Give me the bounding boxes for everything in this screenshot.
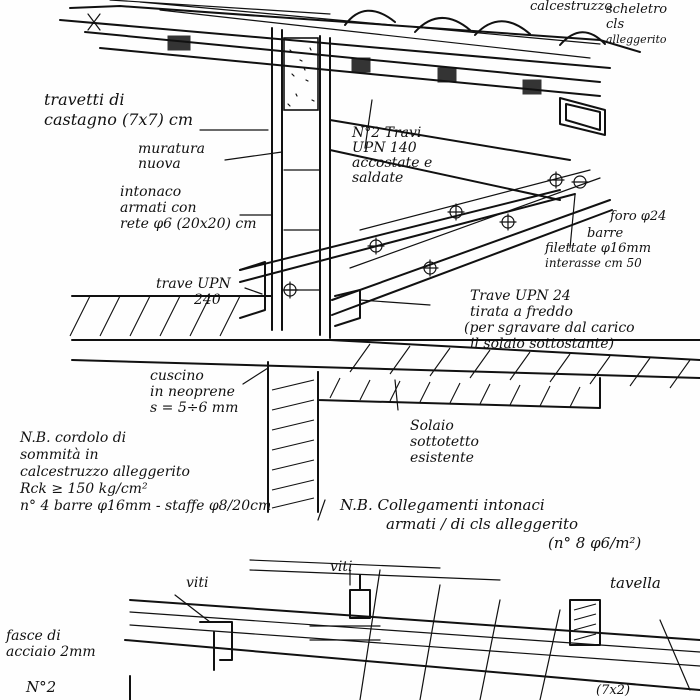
label-tavella: tavella bbox=[610, 574, 661, 592]
bottom-detail bbox=[124, 559, 700, 700]
text-cuscino-1: cuscino bbox=[150, 368, 204, 384]
text-travi-1: N°2 Travi bbox=[352, 125, 422, 141]
text-cuscino-3: s = 5÷6 mm bbox=[150, 400, 239, 416]
label-bottom-right: (7x2) bbox=[596, 684, 630, 698]
label-solaio: Solaio sottotetto esistente bbox=[410, 418, 479, 466]
label-scheletro: scheletro cls alleggerito bbox=[606, 2, 667, 47]
label-travi: N°2 Travi UPN 140 accostate e saldate bbox=[352, 126, 432, 186]
text-cuscino-2: in neoprene bbox=[150, 384, 235, 400]
text-intonaco-1: intonaco bbox=[120, 184, 182, 200]
text-scheletro: scheletro bbox=[606, 2, 668, 17]
floor-slab-plane bbox=[239, 169, 613, 327]
text-trave-upn24-2: tirata a freddo bbox=[470, 304, 573, 320]
label-viti-top: viti bbox=[330, 560, 353, 574]
section-slab bbox=[69, 295, 700, 389]
text-barre-3: interasse cm 50 bbox=[545, 256, 642, 270]
roof-slab bbox=[59, 0, 641, 97]
text-barre-1: barre bbox=[587, 226, 624, 241]
text-nb-cordolo-4: Rck ≥ 150 kg/cm² bbox=[20, 481, 148, 497]
upn-beams bbox=[329, 97, 606, 201]
text-intonaco-2: armati con bbox=[120, 200, 197, 216]
text-travetti-1: travetti di bbox=[44, 90, 125, 109]
masonry-wall bbox=[271, 27, 331, 339]
text-viti-top: viti bbox=[330, 559, 353, 575]
text-travi-2: UPN 140 bbox=[352, 140, 417, 156]
label-viti-left: viti bbox=[186, 576, 209, 590]
text-viti-left: viti bbox=[186, 575, 209, 591]
text-solaio-1: Solaio bbox=[410, 418, 454, 434]
text-intonaco-3: rete φ6 (20x20) cm bbox=[120, 216, 257, 232]
label-trave-upn: trave UPN 240 bbox=[156, 276, 231, 308]
text-nb-cordolo-2: sommità in bbox=[20, 447, 99, 463]
label-trave-upn24: Trave UPN 24 tirata a freddo (per sgrava… bbox=[464, 288, 635, 352]
text-n2: N°2 bbox=[26, 678, 57, 696]
text-tavella: tavella bbox=[610, 574, 661, 592]
text-trave-upn24-1: Trave UPN 24 bbox=[470, 288, 571, 304]
text-alleggerito: alleggerito bbox=[606, 33, 667, 46]
label-barre: barre filettate φ16mm interasse cm 50 bbox=[545, 226, 651, 271]
text-solaio-3: esistente bbox=[410, 450, 474, 466]
label-nb-collegamenti: N.B. Collegamenti intonaci armati / di c… bbox=[340, 496, 641, 553]
text-nb-cordolo-5: n° 4 barre φ16mm - staffe φ8/20cm bbox=[20, 498, 272, 514]
text-foro: foro φ24 bbox=[610, 209, 667, 224]
label-foro: foro φ24 bbox=[610, 210, 666, 224]
text-solaio-2: sottotetto bbox=[410, 434, 479, 450]
text-travetti-2: castagno (7x7) cm bbox=[44, 110, 194, 129]
label-fasce: fasce di acciaio 2mm bbox=[6, 628, 96, 660]
text-nb-coll-2: armati / di cls alleggerito bbox=[386, 515, 579, 533]
label-calcestruzzo-visible: calcestruzzo bbox=[530, 0, 612, 14]
label-travetti: travetti di castagno (7x7) cm bbox=[44, 90, 193, 130]
label-nb-cordolo: N.B. cordolo di sommità in calcestruzzo … bbox=[20, 430, 271, 515]
leader-arrows bbox=[174, 99, 576, 623]
text-cls: cls bbox=[606, 17, 625, 32]
existing-floor bbox=[317, 371, 601, 409]
text-travi-3: accostate e bbox=[352, 155, 433, 171]
text-travi-4: saldate bbox=[352, 170, 404, 186]
text-nb-cordolo-3: calcestruzzo alleggerito bbox=[20, 464, 190, 480]
text-barre-2: filettate φ16mm bbox=[545, 241, 652, 256]
text-fasce-1: fasce di bbox=[6, 628, 61, 644]
text-nb-coll-1: N.B. Collegamenti intonaci bbox=[340, 496, 545, 514]
text-nb-coll-3: (n° 8 φ6/m²) bbox=[548, 534, 642, 552]
text-muratura-1: muratura bbox=[138, 141, 206, 157]
label-intonaco: intonaco armati con rete φ6 (20x20) cm bbox=[120, 184, 257, 232]
label-cuscino: cuscino in neoprene s = 5÷6 mm bbox=[150, 368, 238, 416]
label-n2: N°2 bbox=[26, 678, 57, 696]
text-calcestruzzo-top: calcestruzzo bbox=[530, 0, 613, 14]
text-trave-upn24-4: il solaio sottostante) bbox=[470, 336, 615, 352]
text-nb-cordolo-1: N.B. cordolo di bbox=[20, 430, 127, 446]
label-muratura: muratura nuova bbox=[138, 142, 205, 172]
text-trave-upn-2: 240 bbox=[194, 292, 221, 308]
lower-wall bbox=[267, 361, 319, 513]
text-bottom-right: (7x2) bbox=[596, 683, 631, 698]
text-trave-upn-1: trave UPN bbox=[156, 276, 231, 292]
text-trave-upn24-3: (per sgravare dal carico bbox=[464, 320, 635, 336]
text-muratura-2: nuova bbox=[138, 156, 181, 172]
text-fasce-2: acciaio 2mm bbox=[6, 644, 96, 660]
